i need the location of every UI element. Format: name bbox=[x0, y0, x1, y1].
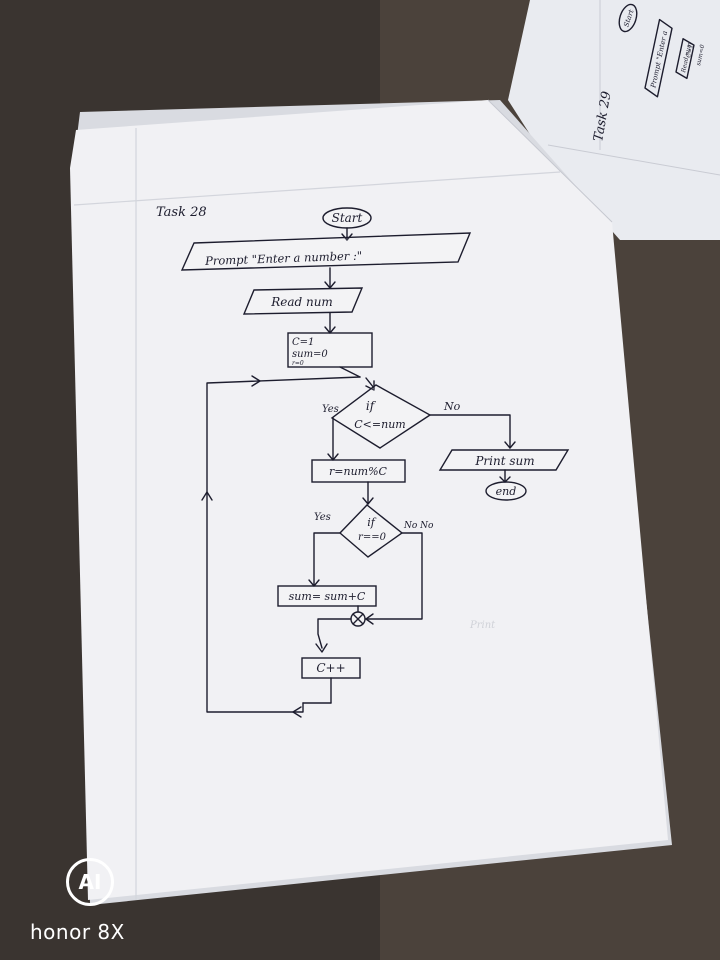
decision-2-condition: r==0 bbox=[358, 532, 387, 543]
arrow-join-decision1 bbox=[365, 377, 375, 389]
decision-1-condition: C<=num bbox=[354, 418, 405, 431]
arrow-init-join bbox=[339, 366, 361, 378]
decision-2-yes-label: Yes bbox=[314, 512, 331, 523]
arrow-decision1-no bbox=[429, 414, 511, 449]
camera-brand-label: honor 8X bbox=[30, 920, 125, 944]
arrow-decision2-no bbox=[365, 532, 423, 620]
back-init-fragment: C=1 bbox=[685, 44, 695, 59]
back-extra-fragment: sum=0 bbox=[695, 44, 706, 67]
loop-back-arrow-left bbox=[292, 706, 302, 718]
arrow-decision2-yes bbox=[313, 532, 341, 587]
arrow-start-prompt-head bbox=[341, 233, 353, 241]
arrow-remainder-decision2-head bbox=[362, 497, 374, 505]
decision-1-diamond bbox=[330, 384, 432, 449]
arrow-connector-increment-head bbox=[315, 643, 328, 653]
remainder-box bbox=[311, 459, 406, 483]
flowchart: Task 28 Start Prompt "Enter a number :" … bbox=[156, 205, 570, 718]
arrow-connector-increment bbox=[317, 618, 352, 649]
init-line-c: C=1 bbox=[292, 337, 314, 348]
print-text: Print sum bbox=[474, 454, 534, 468]
arrow-decision2-no-head bbox=[365, 613, 374, 625]
decision-1-no-label: No bbox=[443, 400, 461, 413]
init-box bbox=[287, 332, 373, 368]
end-label: end bbox=[496, 485, 517, 498]
decision-1-yes-label: Yes bbox=[322, 404, 339, 415]
prompt-parallelogram bbox=[180, 232, 472, 271]
sum-update-text: sum= sum+C bbox=[289, 590, 366, 603]
print-parallelogram bbox=[438, 449, 570, 471]
task-title: Task 28 bbox=[156, 205, 207, 220]
decision-2-keyword: if bbox=[367, 516, 377, 529]
loop-back-line bbox=[206, 376, 361, 713]
increment-text: C++ bbox=[316, 661, 345, 675]
end-terminal bbox=[485, 481, 527, 501]
loop-back-arrow-right bbox=[251, 375, 261, 387]
decision-2-diamond bbox=[338, 504, 404, 558]
remainder-text: r=num%C bbox=[329, 465, 388, 478]
paper-sheet bbox=[70, 99, 672, 905]
init-line-sum: sum=0 bbox=[292, 349, 328, 360]
arrow-decision1-no-head bbox=[504, 441, 516, 449]
init-line-r: r=0 bbox=[292, 360, 304, 367]
arrow-join-decision1-head bbox=[365, 380, 375, 391]
loop-back-arrow-up bbox=[201, 491, 213, 501]
bleed-through-mark: Print bbox=[469, 620, 496, 631]
junction-cross-b bbox=[352, 613, 364, 625]
decision-1-keyword: if bbox=[366, 399, 377, 413]
read-parallelogram bbox=[242, 287, 364, 315]
decision-2-no-label: No No bbox=[403, 521, 434, 531]
prompt-text: Prompt "Enter a number :" bbox=[204, 249, 362, 269]
start-label: Start bbox=[332, 211, 363, 225]
read-text: Read num bbox=[270, 295, 333, 309]
camera-watermark: AI honor 8X bbox=[30, 858, 170, 948]
back-sheet: Task 29 Start Prompt "Enter a Read num C… bbox=[508, 0, 720, 240]
ai-logo-icon: AI bbox=[66, 858, 114, 906]
sum-update-box bbox=[277, 585, 377, 607]
